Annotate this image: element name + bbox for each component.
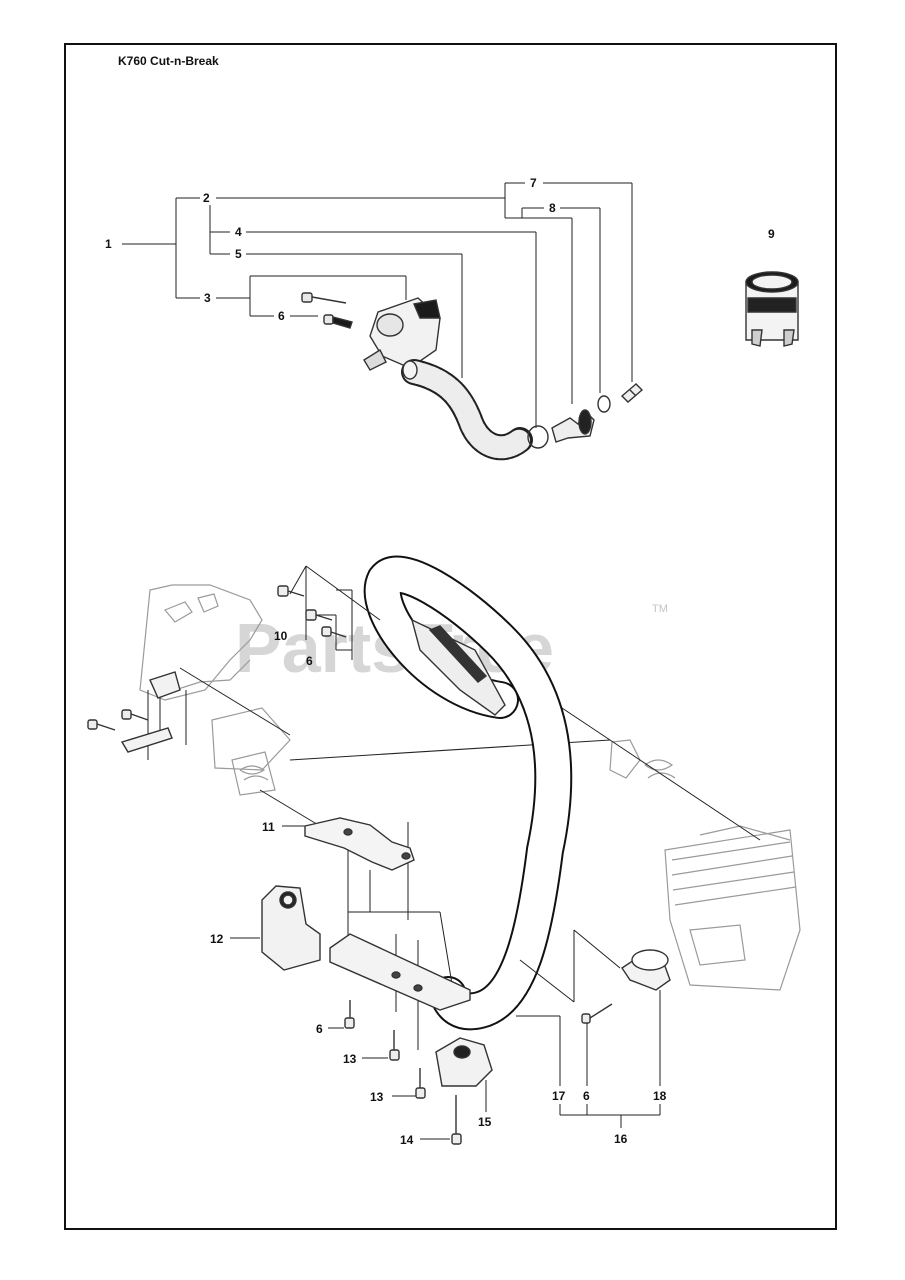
handle-guard-part-18 (581, 949, 671, 1024)
callout-5: 5 (235, 247, 242, 261)
callout-labels: 1 2 3 4 5 6 7 8 9 10 6 11 12 6 13 13 14 … (105, 176, 775, 1147)
callout-6: 6 (583, 1089, 590, 1103)
upper-leader-lines (122, 182, 633, 428)
rubber-buffer-part-15 (435, 1037, 493, 1087)
callout-8: 8 (549, 201, 556, 215)
callout-12: 12 (210, 932, 224, 946)
callout-4: 4 (235, 225, 242, 239)
callout-3: 3 (204, 291, 211, 305)
callout-16: 16 (614, 1132, 628, 1146)
hose-clamp-ring-part (527, 425, 549, 449)
screw-part (301, 292, 353, 329)
hose-connector-part (551, 409, 595, 443)
nipple-part (620, 383, 644, 403)
callout-11: 11 (262, 820, 275, 834)
callout-15: 15 (478, 1115, 492, 1129)
bottom-plate-part (329, 933, 471, 1011)
vibration-damper-bracket-part (304, 817, 415, 871)
callout-13: 13 (343, 1052, 357, 1066)
callout-13: 13 (370, 1090, 384, 1104)
machine-body-background (139, 584, 801, 991)
callout-18: 18 (653, 1089, 667, 1103)
callout-6: 6 (306, 654, 313, 668)
diagram-frame (64, 43, 837, 1230)
callout-1: 1 (105, 237, 112, 251)
o-ring-part (597, 395, 611, 413)
callout-2: 2 (203, 191, 210, 205)
throttle-handle-part (363, 297, 441, 371)
left-bracket-part (87, 671, 181, 753)
rubber-buffer-part-12 (261, 885, 321, 971)
hose-cap-part (745, 271, 799, 347)
callout-7: 7 (530, 176, 537, 190)
callout-6: 6 (278, 309, 285, 323)
diagram-title: K760 Cut-n-Break (118, 54, 219, 68)
callout-14: 14 (400, 1133, 414, 1147)
bolt-part-10 (277, 585, 347, 638)
screw-parts-lower (344, 1000, 462, 1145)
front-handle-bar-part (363, 555, 573, 1031)
callout-9: 9 (768, 227, 775, 241)
watermark-trademark: TM (652, 603, 668, 615)
callout-6: 6 (316, 1022, 323, 1036)
callout-10: 10 (274, 629, 288, 643)
fuel-hose-part (401, 359, 533, 461)
callout-17: 17 (552, 1089, 566, 1103)
